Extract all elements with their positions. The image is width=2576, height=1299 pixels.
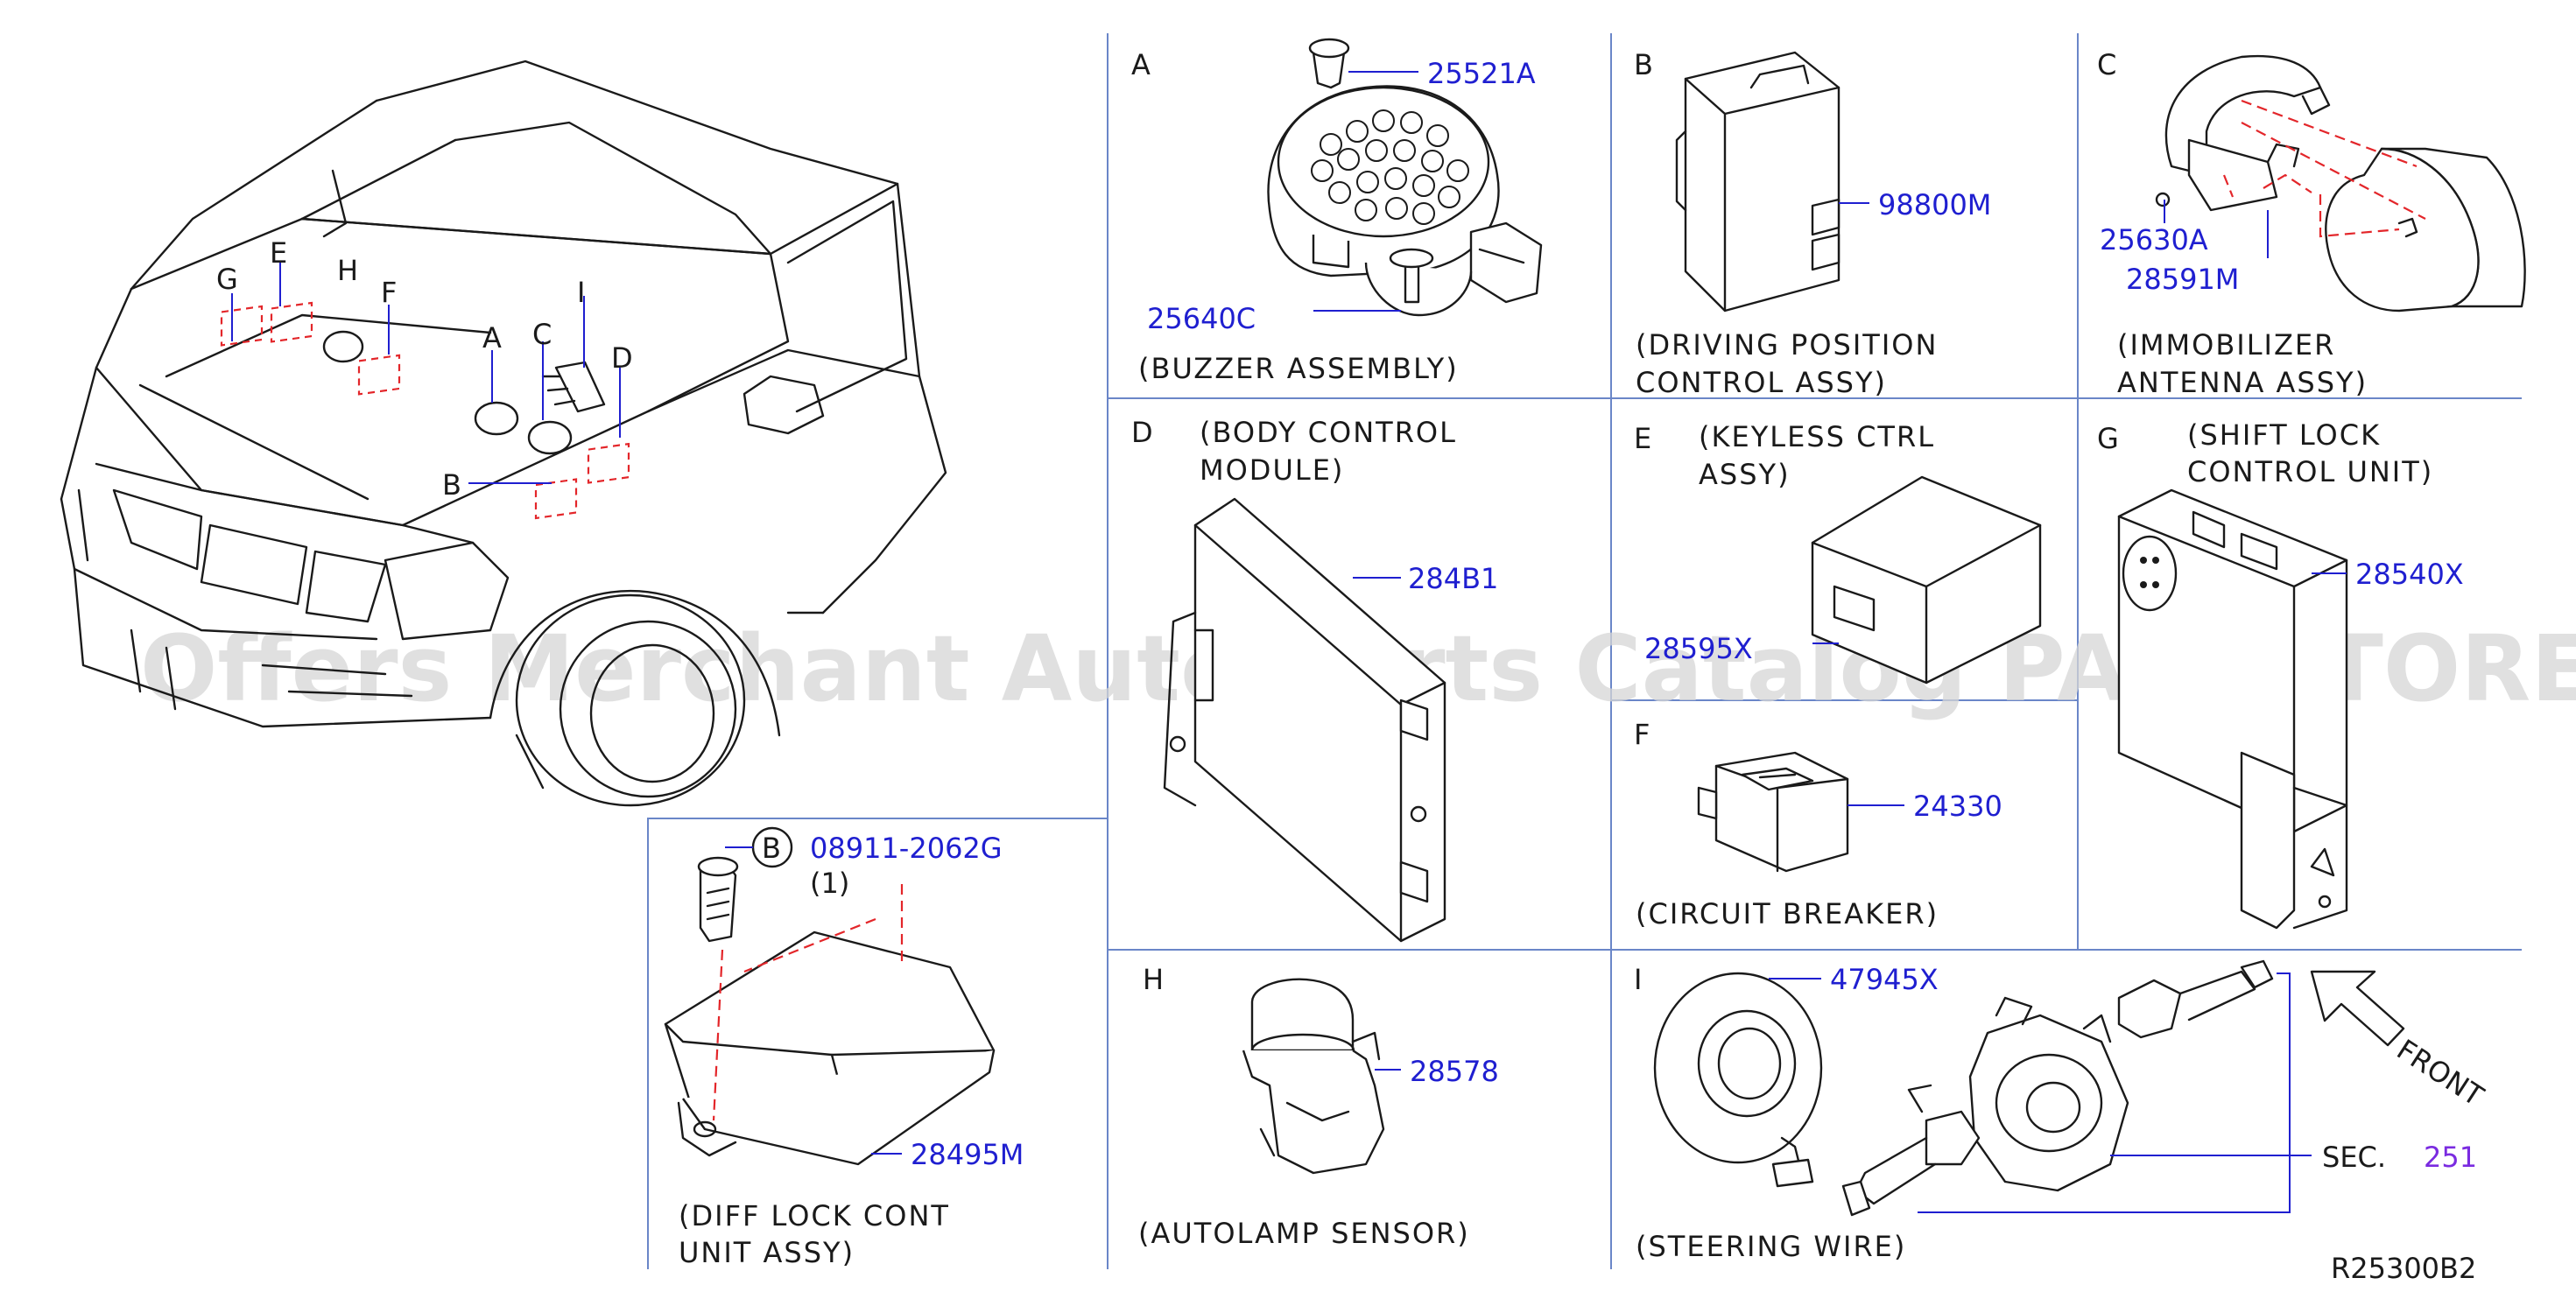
vehicle-markers [220,261,630,520]
panel-i-letter: I [1634,963,1642,996]
bolt-callout-b: B [762,832,781,865]
callout-d: D [611,341,633,375]
callout-i: I [577,276,585,309]
panel-b-letter: B [1634,48,1653,81]
panel-g-caption: (SHIFT LOCK [2187,418,2381,452]
panel-h-letter: H [1143,963,1164,996]
part-number: 28595X [1644,632,1753,665]
diff-caption: (DIFF LOCK CONT [679,1199,950,1232]
sec-number-link[interactable]: 251 [2424,1141,2477,1174]
front-label: FRONT [2391,1033,2490,1113]
panel-e: E (KEYLESS CTRL ASSY) 28595X [1634,420,2042,685]
callout-h: H [337,254,358,287]
panel-g-letter: G [2097,422,2119,455]
diff-lock-unit-drawing [664,856,996,1166]
dpc-unit-drawing [1675,51,1841,312]
panel-c-caption: (IMMOBILIZER [2117,328,2335,362]
panel-c-caption: ANTENNA ASSY) [2117,366,2368,399]
buzzer-drawing [1267,38,1543,317]
panel-e-letter: E [1634,422,1651,455]
part-number: 28495M [911,1138,1024,1171]
callout-c: C [532,318,552,351]
sec-label: SEC. [2322,1141,2386,1174]
panel-f-caption: (CIRCUIT BREAKER) [1636,897,1939,930]
bcm-drawing [1163,497,1446,943]
panel-a: A 25521A 25640C (BUZZER ASSEMBLY) [1131,38,1543,385]
part-number: 25630A [2100,223,2208,256]
callout-a: A [482,321,502,355]
part-number: 28591M [2126,263,2239,296]
panel-a-letter: A [1131,48,1151,81]
part-number: 28578 [1410,1055,1499,1088]
panel-b-caption: CONTROL ASSY) [1636,366,1887,399]
panel-i-caption: (STEERING WIRE) [1636,1230,1906,1263]
combination-switch-drawing [1841,959,2274,1217]
callout-e: E [270,236,287,270]
vehicle-illustration [60,60,947,807]
panel-i: I 47945X SEC. 251 (STEERING W [1634,959,2477,1263]
callout-g: G [216,263,238,296]
part-number: 24330 [1913,790,2002,823]
panel-a-caption: (BUZZER ASSEMBLY) [1138,352,1459,385]
front-arrow-icon [2310,970,2405,1047]
diagram-code: R25300B2 [2331,1252,2476,1285]
keyless-unit-drawing [1811,475,2042,685]
part-number: 08911-2062G [810,832,1003,865]
panel-c-letter: C [2097,48,2116,81]
part-number: 284B1 [1408,562,1498,595]
panel-d: D (BODY CONTROL MODULE) 284B1 [1131,416,1498,943]
part-number: 47945X [1830,963,1939,996]
quantity: (1) [810,867,849,900]
panel-d-caption: (BODY CONTROL [1200,416,1457,449]
part-number: 98800M [1878,188,1991,221]
autolamp-sensor-drawing [1242,978,1385,1175]
part-number: 28540X [2355,558,2464,591]
circuit-breaker-drawing [1697,751,1849,873]
panel-g: G (SHIFT LOCK CONTROL UNIT) 28540X [2097,418,2464,930]
panel-b-caption: (DRIVING POSITION [1636,328,1938,362]
callout-b: B [442,468,461,502]
panel-e-caption: ASSY) [1699,458,1791,491]
part-number: 25521A [1427,57,1536,90]
panel-c: C 25630A 28591M (IMMOBILIZER ANTENNA ASS… [2097,48,2526,399]
panel-d-caption: MODULE) [1200,453,1344,487]
callout-f: F [381,276,397,309]
panel-f-letter: F [1634,718,1650,751]
shift-lock-unit-drawing [2117,488,2348,930]
panel-h-caption: (AUTOLAMP SENSOR) [1138,1217,1470,1250]
panel-b: B 98800M (DRIVING POSITION CONTROL ASSY) [1634,48,1991,399]
panel-diff-lock: B 08911-2062G (1) 28495M (DIFF LOCK CONT… [664,826,1024,1269]
immobilizer-drawing [2155,54,2526,312]
panel-grid [647,33,2522,1269]
buzzer-holes-icon [1311,109,1469,225]
panel-d-letter: D [1131,416,1153,449]
panel-f: F 24330 (CIRCUIT BREAKER) [1634,718,2002,930]
spiral-cable-drawing [1653,972,1823,1188]
part-number: 25640C [1147,302,1256,335]
panel-g-caption: CONTROL UNIT) [2187,455,2433,488]
diff-caption: UNIT ASSY) [679,1236,855,1269]
panel-e-caption: (KEYLESS CTRL [1699,420,1935,453]
vehicle-callout-letters: G E H F A C I D B [216,236,633,502]
panel-h: H 28578 (AUTOLAMP SENSOR) [1138,963,1499,1250]
